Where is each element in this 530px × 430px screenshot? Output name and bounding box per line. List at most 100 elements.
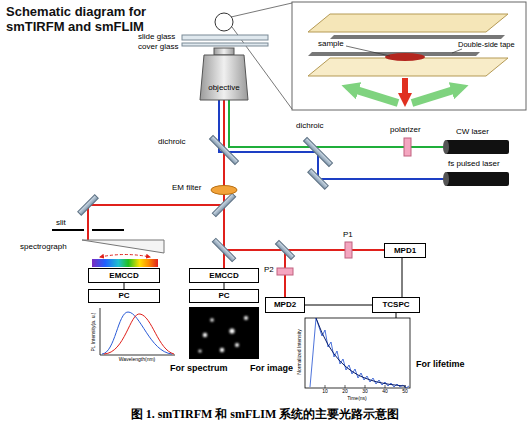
tick-label: 30 (362, 389, 368, 395)
box-label: PC (118, 292, 129, 300)
spot (203, 333, 207, 337)
zoom-circle (215, 13, 233, 31)
part-label: P1 (343, 231, 353, 240)
decay-data (310, 318, 409, 388)
part-label: cover glass (138, 43, 178, 52)
objective-body (200, 55, 248, 100)
part-label: P2 (264, 266, 274, 275)
part-label: slide glass (138, 33, 175, 42)
leader-line (452, 49, 462, 53)
spot (235, 343, 239, 347)
spectrum-curve (104, 314, 174, 354)
callout-label: Double-side tape (458, 41, 515, 49)
computer-box: PC (189, 289, 259, 303)
objective-lens (214, 48, 234, 55)
axis-title: Wavelength(nm) (119, 357, 156, 363)
mirror (308, 169, 329, 190)
part-label: fs pulsed laser (448, 160, 500, 169)
polarizer-plate (345, 242, 352, 258)
beam-splitter (212, 238, 235, 261)
part-label: objective (208, 84, 240, 93)
em-filter (211, 186, 237, 195)
sample-blob (385, 53, 425, 61)
laser-body (445, 172, 509, 186)
panel-label: For lifetime (416, 360, 465, 370)
zoom-line (231, 3, 292, 17)
signal-wire (396, 313, 397, 318)
tick-label: 50 (402, 389, 408, 395)
spectrum-bar (92, 259, 158, 267)
camera-box: EMCCD (88, 268, 160, 283)
signal-wire (402, 258, 403, 297)
excitation-arrow (350, 88, 398, 103)
slit-blade (92, 229, 124, 231)
fs-beam (219, 100, 445, 179)
spectrum-curve (102, 312, 172, 354)
tick-label: 20 (342, 389, 348, 395)
box-label: MPD2 (274, 301, 296, 309)
slit-blade (52, 229, 84, 231)
cover-glass (182, 43, 268, 46)
plot-frame (305, 318, 410, 388)
panel-label: For image (250, 364, 293, 374)
part-label: EM filter (172, 184, 201, 193)
spot (244, 316, 248, 320)
part-label: slit (56, 219, 66, 228)
cw-beam (229, 100, 445, 147)
camera-box: EMCCD (189, 268, 259, 283)
prism-wedge (82, 240, 164, 253)
emission-arrow (402, 78, 408, 100)
dichroic-mirror (210, 136, 239, 165)
box-label: TCSPC (382, 301, 409, 309)
slide-plate (308, 14, 508, 32)
computer-box: PC (88, 289, 160, 303)
box-label: EMCCD (209, 272, 238, 280)
laser-aperture (443, 172, 449, 186)
part-label: spectrograph (20, 243, 67, 252)
excitation-arrow (412, 88, 460, 103)
slide-glass (182, 35, 268, 40)
mirror (275, 240, 294, 259)
polarizer-plate (277, 268, 293, 275)
leader-line (346, 46, 390, 56)
single-molecule-spots (198, 316, 248, 353)
tape-strip (330, 35, 505, 39)
spot (198, 349, 201, 352)
decay-plot (305, 318, 410, 388)
signal-wire (224, 283, 225, 289)
decay-fit (316, 318, 406, 386)
signal-wire (305, 305, 372, 306)
box-label: EMCCD (109, 272, 138, 280)
panel-label: For spectrum (170, 364, 228, 374)
axis-ticks (325, 385, 405, 388)
laser-body (445, 140, 509, 154)
signal-wire (124, 283, 125, 289)
part-label: CW laser (456, 128, 489, 137)
diagram-title: Schematic diagram for smTIRFM and smFLIM (6, 4, 181, 34)
emission-beam (88, 100, 384, 297)
dichroic-mirror (304, 138, 333, 167)
detector-box: MPD1 (384, 243, 426, 258)
axis-title: PL Intensity(a. u.) (91, 313, 97, 352)
part-label: polarizer (390, 126, 421, 135)
beam-splitter (212, 193, 235, 216)
polarizer-plate (404, 138, 411, 156)
laser-aperture (443, 140, 449, 154)
box-label: MPD1 (394, 247, 416, 255)
spot (210, 318, 214, 322)
detector-box: MPD2 (265, 297, 305, 313)
plot-axis (100, 308, 175, 355)
part-label: dichroic (158, 138, 186, 147)
camera-image (189, 307, 259, 359)
counting-box: TCSPC (372, 297, 420, 313)
tick-label: 40 (382, 389, 388, 395)
spot (229, 328, 234, 333)
callout-label: sample (318, 40, 344, 49)
axis-title: Normalized Intensity (297, 329, 303, 374)
dispersion-arrow (100, 255, 150, 258)
part-label: dichroic (296, 122, 324, 131)
figure-caption: 图 1. smTIRFM 和 smFLIM 系统的主要光路示意图 (0, 406, 530, 423)
spot (220, 348, 224, 352)
